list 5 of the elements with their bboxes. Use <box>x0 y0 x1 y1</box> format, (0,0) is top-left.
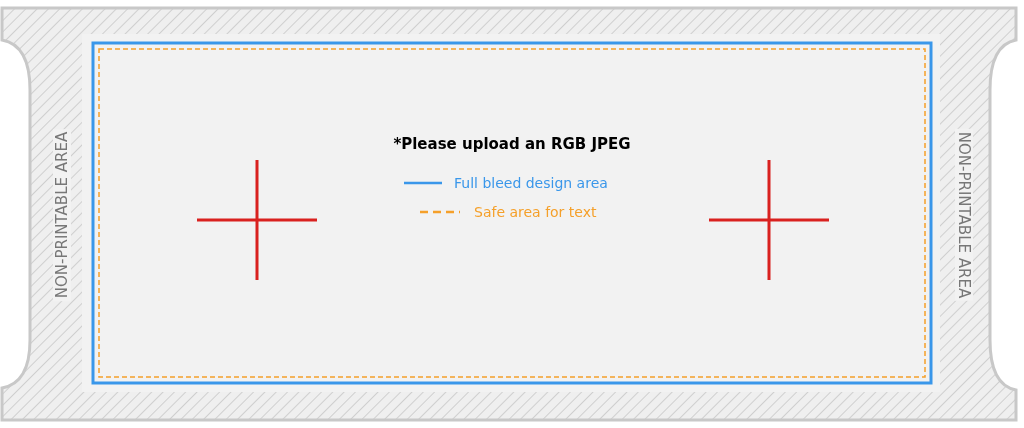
area-label: NON-PRINTABLE AREA <box>955 128 973 302</box>
legend-label: Safe area for text <box>474 204 597 220</box>
legend-label: Full bleed design area <box>454 175 608 191</box>
area-label: NON-PRINTABLE AREA <box>53 128 71 302</box>
note-text: *Please upload an RGB JPEG <box>393 135 631 153</box>
